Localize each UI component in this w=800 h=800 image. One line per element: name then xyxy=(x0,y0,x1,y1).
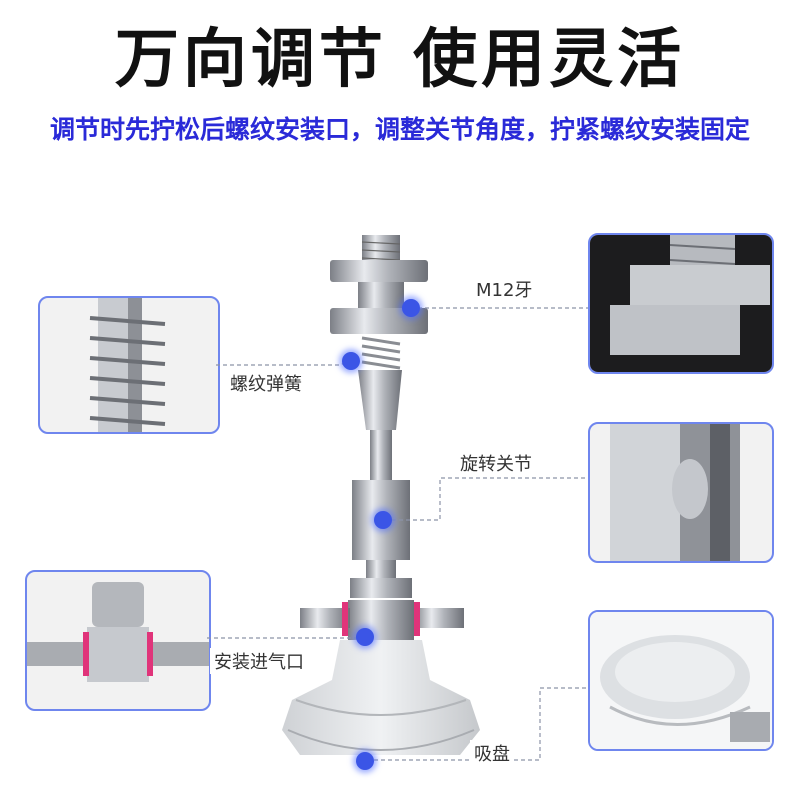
cup-label: 吸盘 xyxy=(470,740,514,766)
spring-detail-image xyxy=(89,298,166,432)
spring-label: 螺纹弹簧 xyxy=(226,370,306,396)
thread-label: M12牙 xyxy=(472,276,537,302)
joint-detail-panel xyxy=(588,422,774,563)
cup-detail-panel xyxy=(588,610,774,751)
spring-dot xyxy=(342,352,360,370)
page-subtitle: 调节时先拧松后螺纹安装口，调整关节角度，拧紧螺纹安装固定 xyxy=(49,115,750,144)
thread-detail-image xyxy=(590,235,772,372)
joint-detail-image xyxy=(610,424,740,561)
page-title: 万向调节 使用灵活 xyxy=(114,23,686,97)
joint-dot xyxy=(374,511,392,529)
joint-label: 旋转关节 xyxy=(456,450,536,476)
thread-detail-panel xyxy=(588,233,774,374)
inlet-dot xyxy=(356,628,374,646)
spring-detail-panel xyxy=(38,296,220,434)
inlet-detail-panel xyxy=(25,570,211,711)
inlet-detail-image xyxy=(27,582,209,682)
cup-detail-image xyxy=(590,612,772,749)
thread-dot xyxy=(402,299,420,317)
cup-dot xyxy=(356,752,374,770)
inlet-label: 安装进气口 xyxy=(210,648,308,674)
